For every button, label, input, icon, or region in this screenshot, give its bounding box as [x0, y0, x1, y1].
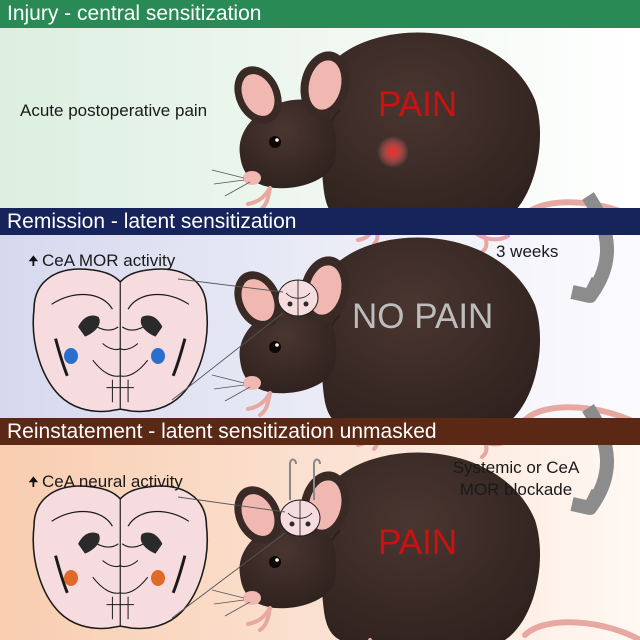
- cea-marker-left-orange: [64, 570, 78, 586]
- no-pain-label-remission: NO PAIN: [352, 297, 494, 336]
- cea-marker-right-blue: [151, 348, 165, 364]
- label-three-weeks: 3 weeks: [496, 242, 559, 261]
- label-systemic-or-cea: Systemic or CeA: [452, 458, 580, 477]
- zoom-line-reinstatement-top: [177, 496, 286, 513]
- zoom-line-remission-top: [177, 278, 284, 293]
- cea-marker-right-orange: [151, 570, 165, 586]
- label-cea-neural-activity: CeA neural activity: [42, 472, 183, 491]
- paw-pain-glow: [377, 136, 409, 168]
- label-cea-mor-activity: CeA MOR activity: [42, 251, 176, 270]
- cea-marker-left-blue: [64, 348, 78, 364]
- header-injury: Injury - central sensitization: [0, 0, 640, 28]
- zoom-line-remission-bottom: [171, 312, 284, 401]
- header-remission: Remission - latent sensitization: [0, 208, 640, 235]
- label-acute-postoperative-pain: Acute postoperative pain: [20, 101, 208, 120]
- brain-section-remission: [31, 267, 209, 413]
- header-reinstatement: Reinstatement - latent sensitization unm…: [0, 418, 640, 445]
- up-arrow-icon: 🠉: [28, 253, 39, 268]
- zoom-line-reinstatement-bottom: [171, 532, 286, 619]
- implant-cannula-right: [313, 458, 321, 500]
- brain-section-reinstatement: [31, 484, 209, 630]
- implant-cannula-left: [289, 458, 297, 500]
- up-arrow-icon: 🠉: [28, 474, 39, 489]
- pain-label-reinstatement: PAIN: [378, 523, 458, 562]
- pain-label-injury: PAIN: [378, 85, 458, 124]
- label-mor-blockade: MOR blockade: [459, 480, 573, 499]
